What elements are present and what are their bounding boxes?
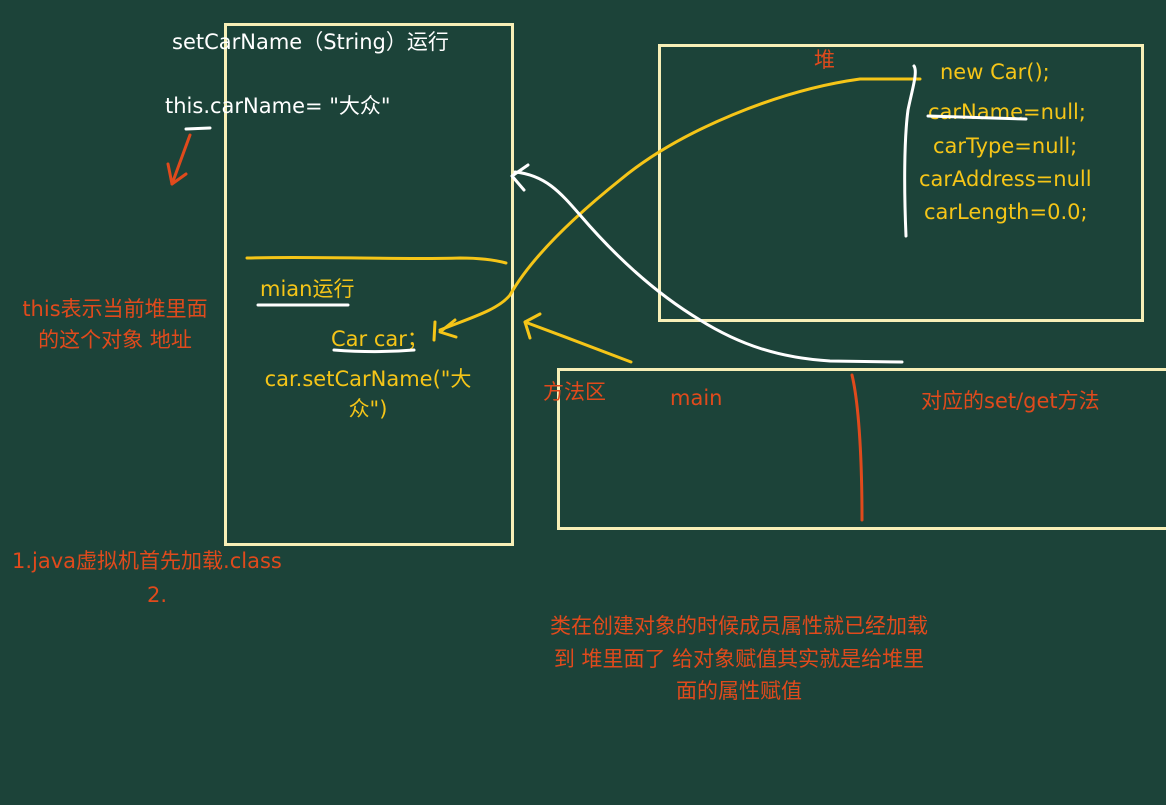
setget-call-arrowhead xyxy=(510,163,530,192)
method-area-main: main xyxy=(670,386,723,410)
field-cartype: carType=null; xyxy=(933,134,1078,158)
bottom-note-line-2: 到 堆里面了 给对象赋值其实就是给堆里 xyxy=(553,647,925,671)
bottom-note-line-3: 面的属性赋值 xyxy=(676,679,802,703)
car-declaration: Car car； xyxy=(331,327,428,351)
load-note-line-2: 2. xyxy=(147,583,168,607)
method-area-label: 方法区 xyxy=(543,380,606,404)
heap-label: 堆 xyxy=(814,48,835,72)
bottom-note-line-1: 类在创建对象的时候成员属性就已经加载 xyxy=(550,614,928,638)
this-note-line-1: this表示当前堆里面 xyxy=(22,297,208,321)
method-area-arrowhead xyxy=(523,312,542,340)
field-carlength: carLength=0.0; xyxy=(924,200,1088,224)
field-caraddress: carAddress=null xyxy=(919,167,1092,191)
assignment-text: this.carName= "大众" xyxy=(165,94,391,118)
orange-arrow-stroke xyxy=(170,133,192,186)
orange-arrow-head xyxy=(166,162,188,186)
method-area-arrow xyxy=(523,320,633,364)
method-title: setCarName（String）运行 xyxy=(172,30,449,54)
new-car-text: new Car(); xyxy=(940,60,1050,84)
field-carname: carName=null; xyxy=(928,100,1086,124)
this-note-line-2: 的这个对象 地址 xyxy=(38,328,192,352)
method-area-box xyxy=(557,368,1166,530)
assignment-underline xyxy=(184,126,212,131)
car-call-line-1: car.setCarName("大 xyxy=(264,367,472,391)
main-title: mian运行 xyxy=(260,277,355,301)
load-note-line-1: 1.java虚拟机首先加载.class xyxy=(12,549,282,573)
method-area-setget: 对应的set/get方法 xyxy=(921,389,1100,413)
car-call-line-2: 众") xyxy=(348,397,388,421)
